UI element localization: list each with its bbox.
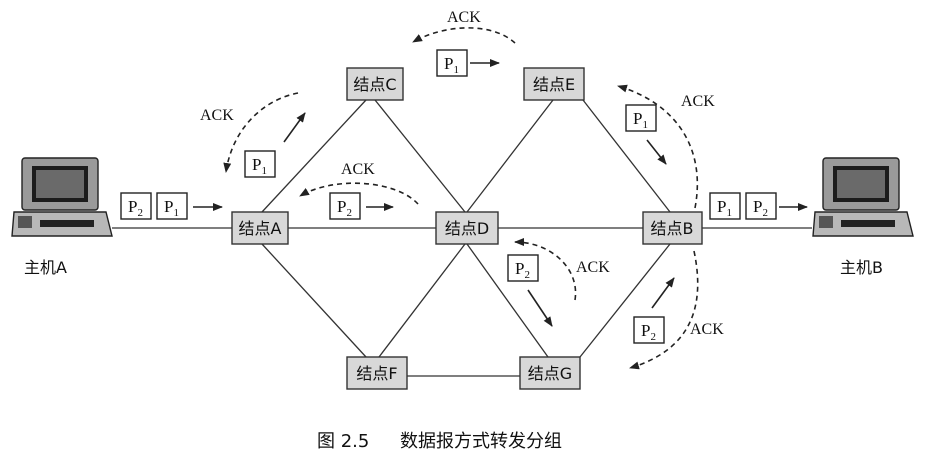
node-e-label: 结点E [533, 75, 575, 94]
svg-text:P1: P1 [633, 109, 648, 131]
ack-label-d-a: ACK [341, 161, 375, 178]
arrow-e-to-b [646, 139, 667, 165]
packet-p2-node-b: P2 [745, 192, 777, 220]
node-e: 结点E [523, 67, 585, 101]
packet-p1-node-b: P1 [709, 192, 741, 220]
node-a: 结点A [231, 211, 289, 245]
ack-curve-c-to-a [223, 92, 299, 173]
svg-text:P2: P2 [128, 197, 143, 219]
link-a-f [261, 243, 367, 358]
node-g-label: 结点G [528, 364, 572, 383]
links [112, 99, 812, 377]
arrow-g-to-b [651, 277, 675, 309]
link-g-b [579, 243, 671, 358]
link-e-b [582, 99, 671, 213]
host-a: 主机A [11, 157, 113, 277]
packet-p1-host-a: P1 [156, 192, 188, 220]
svg-text:P1: P1 [717, 197, 732, 219]
packet-p1-e-b: P1 [625, 104, 657, 132]
packet-p1-c-e: P1 [436, 49, 468, 77]
svg-text:P1: P1 [252, 155, 267, 177]
node-f-label: 结点F [356, 364, 397, 383]
svg-text:P1: P1 [164, 197, 179, 219]
computer-icon [11, 157, 113, 237]
link-a-c [261, 99, 367, 213]
node-b: 结点B [642, 211, 703, 245]
ack-curve-g-to-d [514, 238, 577, 301]
arrow-a-to-c [283, 112, 306, 143]
svg-text:P2: P2 [753, 197, 768, 219]
ack-curve-b-to-g [629, 250, 699, 370]
host-a-label: 主机A [24, 258, 67, 277]
node-d: 结点D [435, 211, 499, 245]
packet-p2-g-b: P2 [633, 316, 665, 344]
host-b-label: 主机B [840, 258, 883, 277]
svg-text:P1: P1 [444, 54, 459, 76]
packet-p2-d-g: P2 [507, 254, 539, 282]
ack-label-b-g: ACK [690, 321, 724, 338]
ack-curve-e-to-c [412, 27, 516, 44]
node-c: 结点C [346, 67, 404, 101]
packet-p1-a-c: P1 [244, 150, 276, 178]
link-c-d [374, 99, 466, 213]
ack-label-g-d: ACK [576, 259, 610, 276]
ack-curve-d-to-a [299, 182, 419, 205]
host-b: 主机B [812, 157, 914, 277]
link-d-e [466, 99, 554, 213]
node-d-label: 结点D [445, 219, 489, 238]
svg-text:P2: P2 [641, 321, 656, 343]
ack-label-b-e: ACK [681, 93, 715, 110]
node-c-label: 结点C [353, 75, 396, 94]
svg-text:P2: P2 [337, 197, 352, 219]
packet-p2-host-a: P2 [120, 192, 152, 220]
ack-label-c-a: ACK [200, 107, 234, 124]
node-g: 结点G [519, 356, 581, 390]
link-d-f [378, 243, 466, 358]
figure-caption-number: 图 2.5 [317, 431, 369, 452]
link-d-g [466, 243, 549, 358]
node-a-label: 结点A [239, 219, 282, 238]
arrow-d-to-g [527, 289, 553, 327]
packet-p2-a-d: P2 [329, 192, 361, 220]
ack-curve-b-to-e [617, 84, 699, 209]
node-f: 结点F [346, 356, 408, 390]
computer-icon [812, 157, 914, 237]
svg-text:P2: P2 [515, 259, 530, 281]
figure-caption-title: 数据报方式转发分组 [400, 431, 562, 452]
ack-label-e-c: ACK [447, 9, 481, 26]
node-b-label: 结点B [651, 219, 694, 238]
